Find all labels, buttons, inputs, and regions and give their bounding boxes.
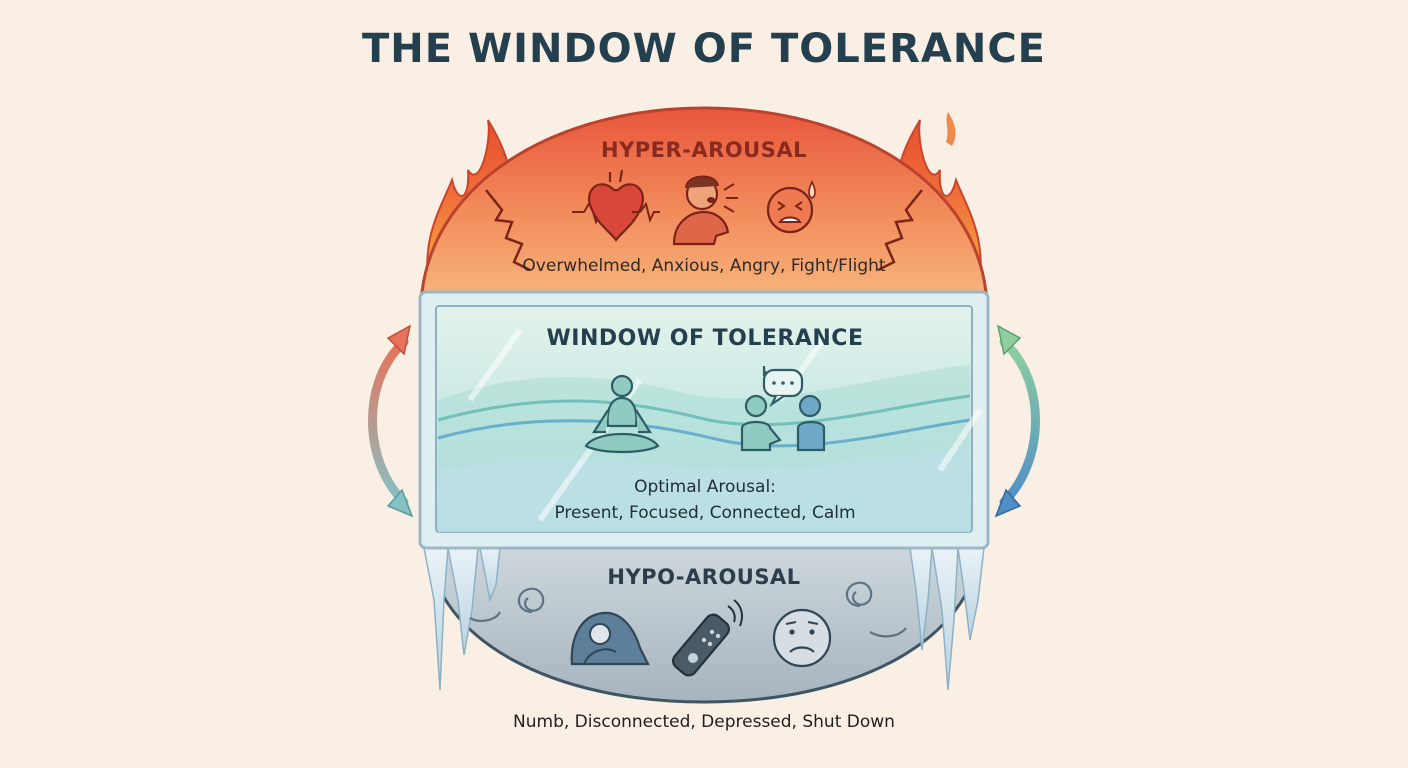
stressed-face-icon <box>766 180 816 234</box>
shouting-person-icon <box>672 175 738 246</box>
meditating-person-icon <box>584 374 660 454</box>
racing-heart-icon <box>572 169 660 242</box>
optimal-arousal-label: Optimal Arousal: <box>634 477 776 497</box>
window-of-tolerance-title: WINDOW OF TOLERANCE <box>546 326 864 351</box>
page-title: THE WINDOW OF TOLERANCE <box>361 26 1046 72</box>
right-swirl-icon <box>845 581 907 638</box>
wave-icon <box>437 364 971 532</box>
blanket-person-icon <box>570 611 650 666</box>
tv-remote-icon <box>672 599 743 677</box>
hypo-arousal-title: HYPO-AROUSAL <box>607 565 801 589</box>
right-cycle-arrow-icon <box>994 324 1040 518</box>
hyper-arousal-description: Overwhelmed, Anxious, Angry, Fight/Fligh… <box>522 256 886 276</box>
window-of-tolerance-description: Optimal Arousal: Present, Focused, Conne… <box>440 474 970 526</box>
hypo-arousal-description: Numb, Disconnected, Depressed, Shut Down <box>513 712 895 732</box>
sad-face-icon <box>772 608 832 668</box>
conversation-icon <box>740 365 826 452</box>
optimal-arousal-states: Present, Focused, Connected, Calm <box>554 503 856 523</box>
left-zigzag-icon <box>485 189 531 272</box>
left-swirl-icon <box>469 587 545 622</box>
icicle-icon <box>423 547 985 691</box>
left-cycle-arrow-icon <box>368 324 414 518</box>
hyper-arousal-title: HYPER-AROUSAL <box>601 138 807 162</box>
right-zigzag-icon <box>877 189 923 272</box>
